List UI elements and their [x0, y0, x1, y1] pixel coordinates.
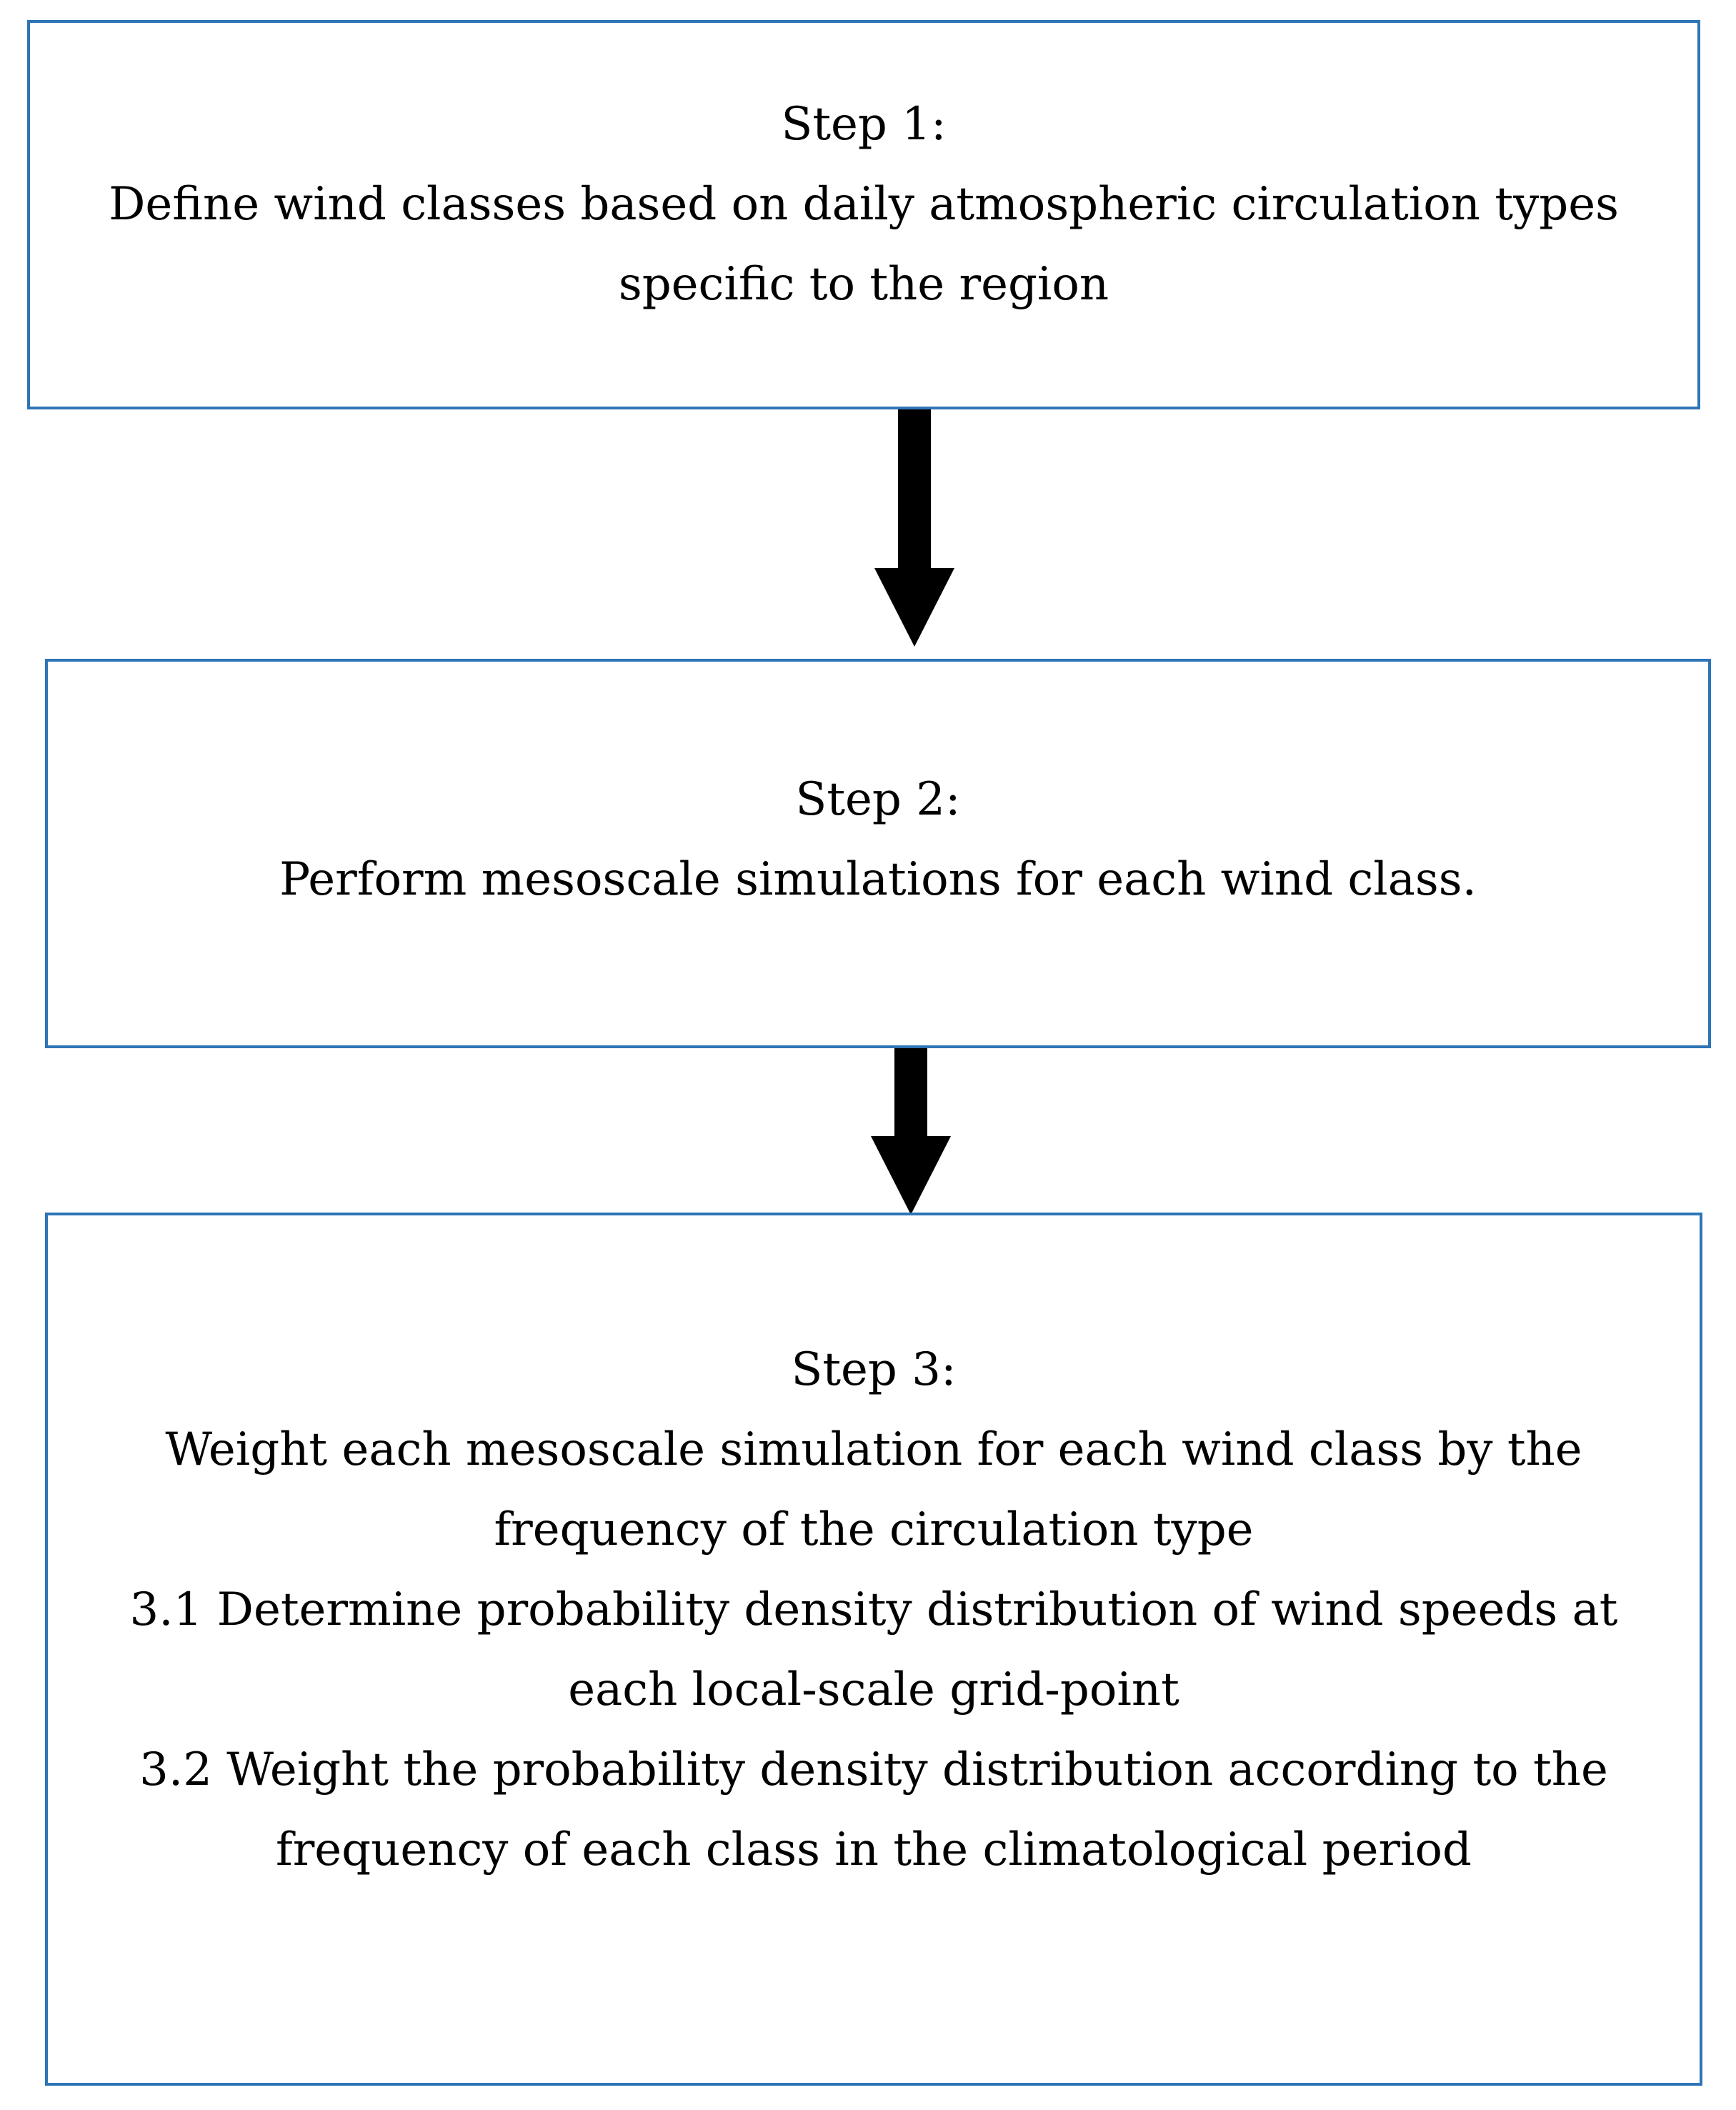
step-2-box: Step 2: Perform mesoscale simulations fo…: [45, 659, 1711, 1048]
step-3-1-line-1: 3.1 Determine probability density distri…: [129, 1583, 1618, 1636]
step-3-line-2: frequency of the circulation type: [494, 1503, 1254, 1556]
step-1-title: Step 1:: [781, 97, 947, 151]
step-3-1-line-2: each local-scale grid-point: [568, 1663, 1179, 1716]
step-1-line-1: Define wind classes based on daily atmos…: [109, 177, 1619, 231]
arrow-down-icon: [871, 1048, 951, 1215]
step-3-2-line-2: frequency of each class in the climatolo…: [276, 1823, 1472, 1876]
step-3-box: Step 3: Weight each mesoscale simulation…: [45, 1213, 1702, 2086]
step-2-title: Step 2:: [795, 772, 961, 826]
step-3-line-1: Weight each mesoscale simulation for eac…: [165, 1423, 1582, 1476]
arrow-down-icon: [874, 409, 954, 647]
step-2-line-1: Perform mesoscale simulations for each w…: [279, 852, 1477, 906]
step-3-title: Step 3:: [791, 1343, 957, 1396]
step-3-2-line-1: 3.2 Weight the probability density distr…: [139, 1743, 1608, 1796]
step-1-line-2: specific to the region: [618, 257, 1109, 311]
step-1-box: Step 1: Define wind classes based on dai…: [27, 20, 1700, 409]
